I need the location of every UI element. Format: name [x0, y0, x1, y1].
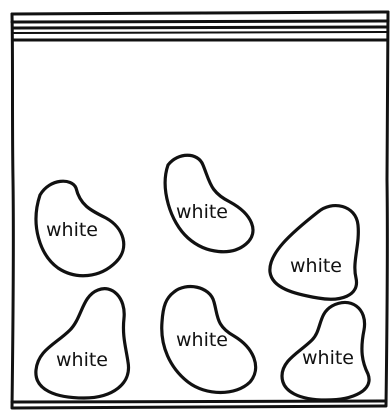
bean-label: white: [302, 347, 354, 369]
bean-label: white: [176, 329, 228, 351]
bean-label: white: [46, 219, 98, 241]
bean-label: white: [290, 255, 342, 277]
bean-3: white: [270, 206, 358, 300]
bag-zipper-seal: [12, 12, 388, 40]
bean-label: white: [176, 201, 228, 223]
bean-5: white: [162, 287, 256, 393]
bean-4: white: [36, 289, 129, 398]
bean-6: white: [282, 302, 369, 400]
bean-2: white: [165, 155, 253, 251]
bean-1: white: [36, 181, 124, 276]
bean-label: white: [56, 349, 108, 371]
